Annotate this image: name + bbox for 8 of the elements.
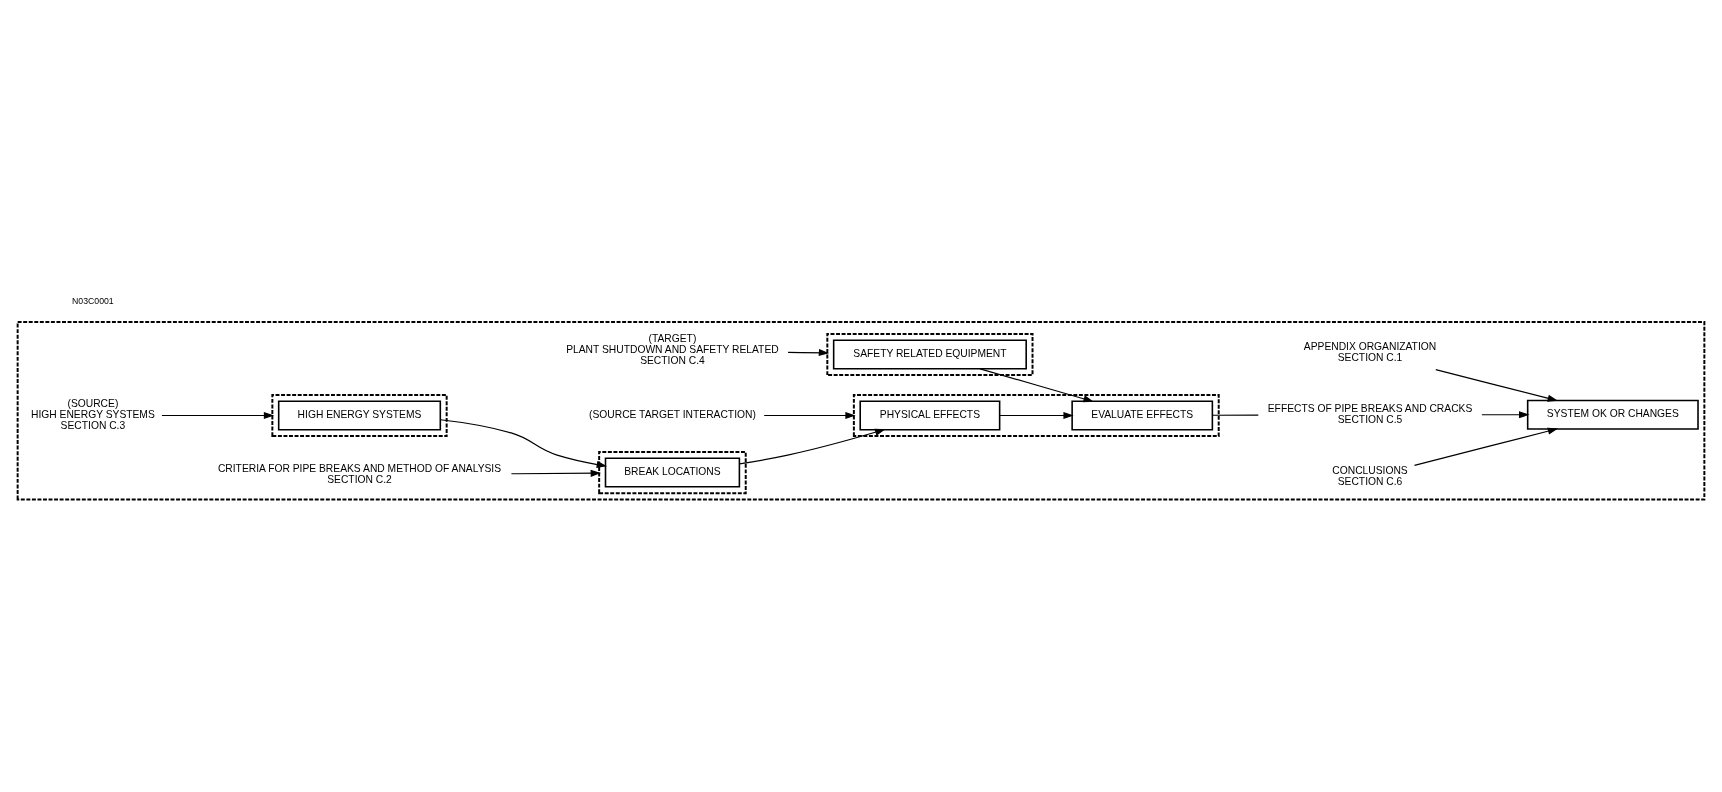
node-text: CONCLUSIONS SECTION C.6 [1332,464,1408,487]
node-text: CRITERIA FOR PIPE BREAKS AND METHOD OF ANALYSIS SECTION C.2 [217,462,502,485]
node-text: (SOURCE) HIGH ENERGY SYSTEMS SECTION C.3 [31,397,155,431]
label: N03C0001 [72,295,114,306]
node-text: APPENDIX ORGANIZATION SECTION C.1 [1303,340,1437,363]
node-text: (TARGET) PLANT SHUTDOWN AND SAFETY RELATED SECTION C.4 [566,332,779,366]
node-text: (SOURCE TARGET INTERACTION) [589,408,756,420]
node-text: EFFECTS OF PIPE BREAKS AND CRACKS SECTION C.5 [1267,402,1473,425]
